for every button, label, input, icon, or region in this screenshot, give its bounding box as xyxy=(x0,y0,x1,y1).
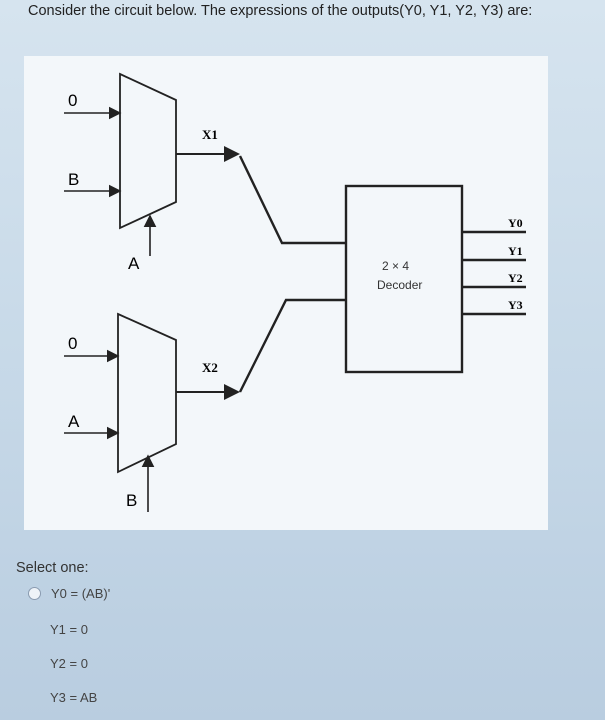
mux-1-select-label: A xyxy=(128,254,140,273)
option-1-line-2: Y1 = 0 xyxy=(50,622,88,637)
mux-2-select-label: B xyxy=(126,491,137,510)
circuit-svg: 0 B A X1 0 A B X2 2 × 4 Decoder xyxy=(64,72,526,512)
mux-1: 0 B A X1 xyxy=(64,72,218,273)
mux-1-body xyxy=(119,72,177,230)
mux-2-body xyxy=(117,312,177,474)
decoder-y0-label: Y0 xyxy=(508,216,523,230)
decoder-size-label: 2 × 4 xyxy=(382,259,409,273)
mux-2-input-0-label: 0 xyxy=(68,334,77,353)
option-1-line-4: Y3 = AB xyxy=(50,690,98,705)
answer-option-1[interactable]: Y0 = (AB)' xyxy=(28,586,110,601)
decoder-y2-label: Y2 xyxy=(508,271,523,285)
decoder-y3-label: Y3 xyxy=(508,298,523,312)
mux-1-input-1-label: B xyxy=(68,170,79,189)
mux-1-input-0-label: 0 xyxy=(68,91,77,110)
circuit-diagram: 0 B A X1 0 A B X2 2 × 4 Decoder xyxy=(24,56,548,530)
decoder-name-label: Decoder xyxy=(377,278,422,292)
question-text: Consider the circuit below. The expressi… xyxy=(28,3,533,19)
decoder-body xyxy=(344,184,464,374)
radio-button[interactable] xyxy=(28,587,41,600)
mux-2-output-label: X2 xyxy=(202,360,218,375)
mux-2-input-1-label: A xyxy=(68,412,80,431)
mux-1-output-label: X1 xyxy=(202,127,218,142)
select-one-label: Select one: xyxy=(16,560,89,576)
x2-wire xyxy=(238,298,348,393)
decoder-y1-label: Y1 xyxy=(508,244,523,258)
option-1-line-1: Y0 = (AB)' xyxy=(51,586,111,601)
x1-wire xyxy=(238,155,348,245)
option-1-line-3: Y2 = 0 xyxy=(50,656,88,671)
mux-2: 0 A B X2 xyxy=(64,312,218,512)
decoder: 2 × 4 Decoder Y0 Y1 Y2 Y3 xyxy=(344,184,526,374)
